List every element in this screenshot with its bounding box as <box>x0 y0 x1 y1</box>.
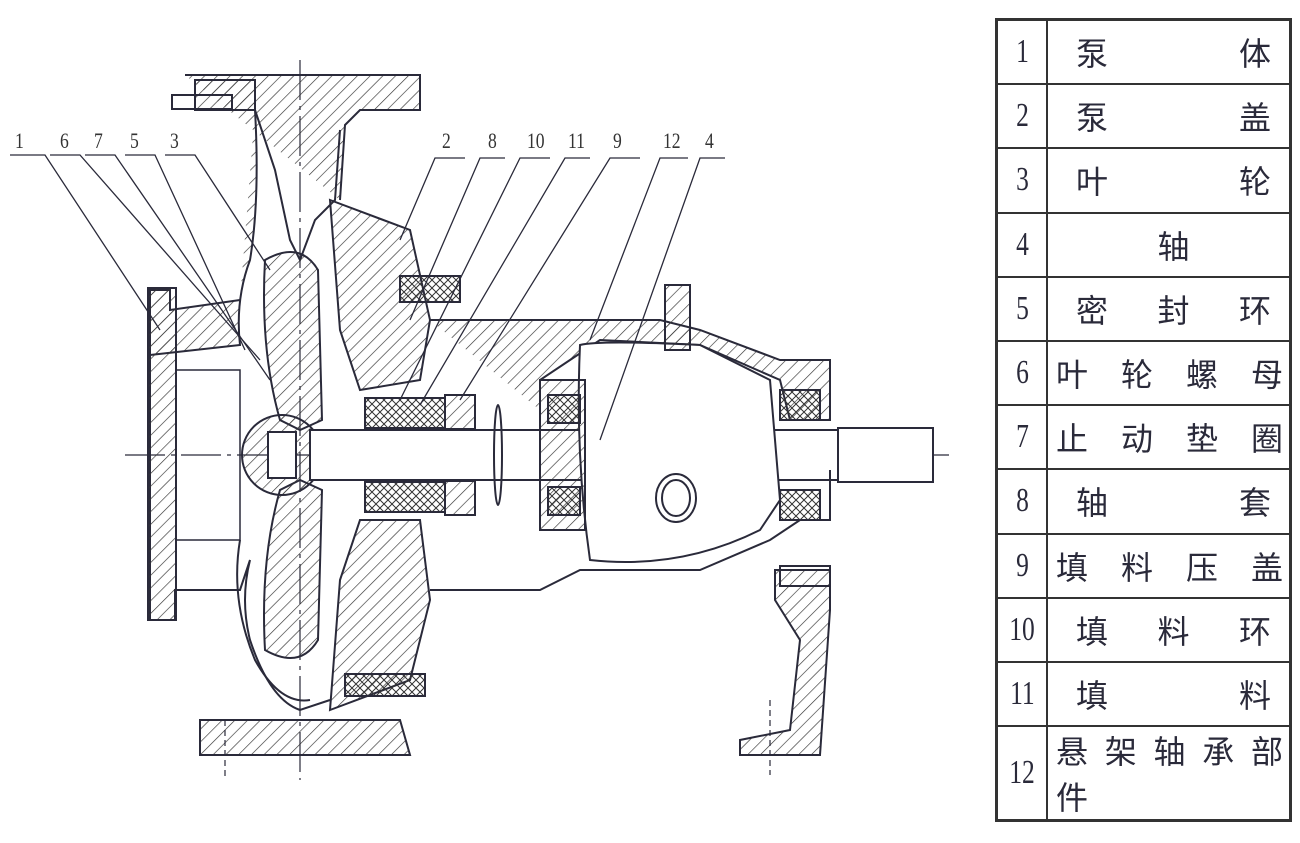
part-name-text: 泵 盖 <box>1076 99 1271 138</box>
part-name-text: 轴 <box>1157 227 1190 266</box>
part-number: 7 <box>998 406 1048 469</box>
part-number: 6 <box>998 341 1048 405</box>
pump-cross-section-drawing <box>10 60 955 780</box>
part-name: 悬 架 轴 承 部 件 <box>1048 727 1289 819</box>
leader-label-6: 6 <box>60 128 69 153</box>
bearing-left <box>547 394 581 424</box>
bearing-right <box>779 389 821 421</box>
part-number: 11 <box>998 662 1048 726</box>
part-number: 10 <box>998 598 1048 661</box>
parts-row: 5 密 封 环 <box>998 277 1289 342</box>
part-number-text: 7 <box>1015 418 1029 456</box>
oil-cap <box>664 284 691 351</box>
front-foot <box>199 719 412 756</box>
part-name-text: 叶 轮 <box>1076 163 1271 202</box>
part-number-text: 5 <box>1015 289 1029 327</box>
part-number: 3 <box>998 149 1048 212</box>
flange-bolt <box>171 94 233 110</box>
parts-row: 6 叶 轮 螺 母 <box>998 341 1289 407</box>
leader-label-3: 3 <box>170 128 179 153</box>
part-number-text: 4 <box>1015 225 1029 263</box>
part-number: 4 <box>998 213 1048 276</box>
leader-label-1: 1 <box>15 128 24 153</box>
part-name: 泵 盖 <box>1048 85 1289 147</box>
leader-label-10: 10 <box>527 128 545 153</box>
part-name-text: 填 料 环 <box>1076 612 1271 651</box>
part-number-text: 9 <box>1015 546 1029 584</box>
leader-label-4: 4 <box>705 128 714 153</box>
part-name: 叶 轮 <box>1048 149 1289 211</box>
part-name-text: 泵 体 <box>1076 35 1271 74</box>
part-name: 轴 <box>1048 214 1289 276</box>
leader-label-2: 2 <box>442 128 451 153</box>
leader-label-11: 11 <box>568 128 585 153</box>
oil-sight-glass <box>655 473 697 523</box>
part-name-text: 填 料 压 盖 <box>1056 548 1283 587</box>
packing-gland <box>444 394 476 430</box>
part-name: 泵 体 <box>1048 21 1289 83</box>
part-name: 填 料 环 <box>1048 599 1289 661</box>
impeller <box>263 251 324 432</box>
parts-row: 2 泵 盖 <box>998 85 1289 150</box>
leader-label-8: 8 <box>488 128 497 153</box>
leader-label-7: 7 <box>94 128 103 153</box>
part-name: 止 动 垫 圈 <box>1048 406 1289 468</box>
parts-row: 8 轴 套 <box>998 470 1289 535</box>
part-number-text: 10 <box>1009 610 1035 648</box>
part-name: 填 料 <box>1048 663 1289 725</box>
packing <box>364 397 446 429</box>
leader-label-5: 5 <box>130 128 139 153</box>
part-name-text: 悬 架 轴 承 部 件 <box>1056 733 1283 818</box>
parts-row: 1 泵 体 <box>998 21 1289 86</box>
part-name: 填 料 压 盖 <box>1048 535 1289 597</box>
part-name: 叶 轮 螺 母 <box>1048 342 1289 404</box>
part-name-text: 密 封 环 <box>1076 291 1271 330</box>
part-number: 8 <box>998 470 1048 533</box>
rear-support <box>739 569 831 756</box>
part-number-text: 8 <box>1015 482 1029 520</box>
parts-row: 9 填 料 压 盖 <box>998 534 1289 599</box>
part-name-text: 叶 轮 螺 母 <box>1056 356 1283 395</box>
parts-row: 7 止 动 垫 圈 <box>998 406 1289 471</box>
part-name-text: 轴 套 <box>1076 484 1271 523</box>
pump-cover <box>328 198 432 392</box>
part-name: 密 封 环 <box>1048 278 1289 340</box>
parts-row: 10 填 料 环 <box>998 598 1289 663</box>
leader-label-12: 12 <box>663 128 681 153</box>
parts-row: 3 叶 轮 <box>998 149 1289 214</box>
part-name-text: 填 料 <box>1076 676 1271 715</box>
part-number: 5 <box>998 277 1048 340</box>
part-number: 12 <box>998 727 1048 820</box>
leader-label-9: 9 <box>613 128 622 153</box>
part-name-text: 止 动 垫 圈 <box>1056 420 1283 459</box>
part-number-text: 11 <box>1009 674 1035 712</box>
part-number-text: 1 <box>1015 33 1029 71</box>
part-number-text: 2 <box>1015 97 1029 135</box>
part-number: 1 <box>998 21 1048 84</box>
suction-flange <box>147 287 177 621</box>
parts-row: 11 填 料 <box>998 662 1289 728</box>
part-number-text: 6 <box>1015 354 1029 392</box>
part-number: 2 <box>998 85 1048 148</box>
part-name: 轴 套 <box>1048 470 1289 532</box>
part-number-text: 12 <box>1009 754 1035 792</box>
part-number-text: 3 <box>1015 161 1029 199</box>
parts-row: 12 悬 架 轴 承 部 件 <box>998 727 1289 820</box>
part-number: 9 <box>998 534 1048 597</box>
